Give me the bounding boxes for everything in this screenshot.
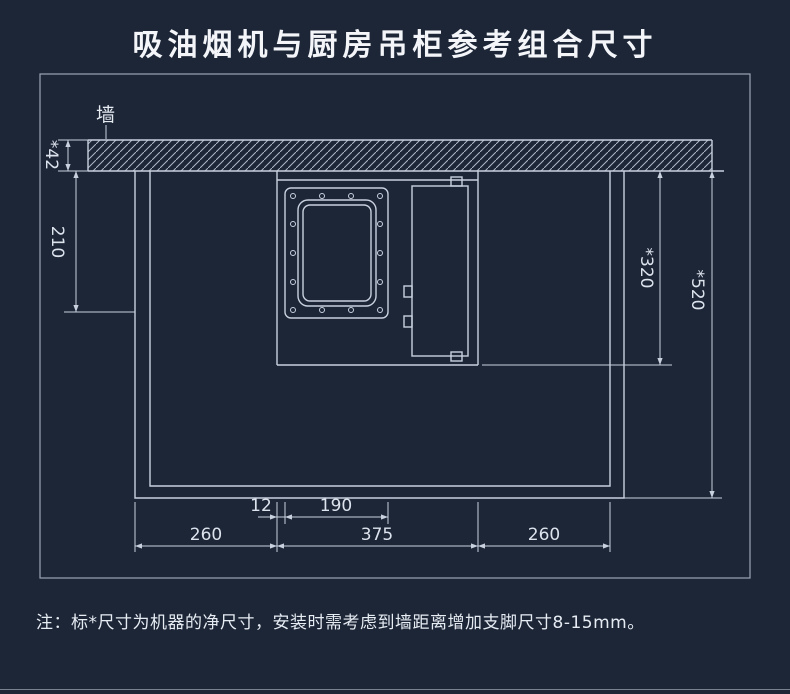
dimension-hood-width: 375 xyxy=(277,525,478,549)
range-hood xyxy=(276,171,479,366)
clip-left-lower xyxy=(403,315,413,328)
dim-label-wall-thickness: *42 xyxy=(41,140,61,170)
duct-plate xyxy=(284,187,389,319)
dim-label-hood-height: *320 xyxy=(636,248,656,289)
duct-opening xyxy=(297,199,377,307)
dimension-right-cabinet: 260 xyxy=(478,525,610,549)
dim-label-right-cabinet: 260 xyxy=(528,525,560,545)
dimension-overall-height: *520 xyxy=(624,171,722,499)
dimension-duct-width: 190 xyxy=(285,496,388,520)
dim-label-hood-width: 375 xyxy=(361,525,393,545)
door-panel xyxy=(403,176,469,362)
wall-label: 墙 xyxy=(96,104,115,126)
dim-label-left-cabinet: 260 xyxy=(190,525,222,545)
cabinet-outline xyxy=(134,171,625,499)
dimension-side-gap: 12 xyxy=(250,496,285,520)
wall-hatch xyxy=(88,140,712,171)
dim-label-side-gap: 12 xyxy=(250,496,272,516)
wall: 墙 xyxy=(87,104,724,172)
dim-label-flue-height: 210 xyxy=(47,226,67,258)
dimension-left-cabinet: 260 xyxy=(135,525,277,549)
page-title: 吸油烟机与厨房吊柜参考组合尺寸 xyxy=(132,28,658,63)
footnote: 注：标*尺寸为机器的净尺寸，安装时需考虑到墙距离增加支脚尺寸8-15mm。 xyxy=(36,613,645,633)
diagram-frame xyxy=(39,73,751,579)
clip-top xyxy=(450,176,463,187)
dim-label-duct-width: 190 xyxy=(320,496,352,516)
clip-bottom xyxy=(450,351,463,362)
clip-left-upper xyxy=(403,285,413,298)
dim-label-overall-height: *520 xyxy=(687,270,707,311)
dimension-wall-thickness: *42 xyxy=(41,139,88,172)
dimension-hood-height: *320 xyxy=(482,171,672,366)
dimension-flue-height: 210 xyxy=(47,171,135,313)
section-divider xyxy=(0,689,790,690)
